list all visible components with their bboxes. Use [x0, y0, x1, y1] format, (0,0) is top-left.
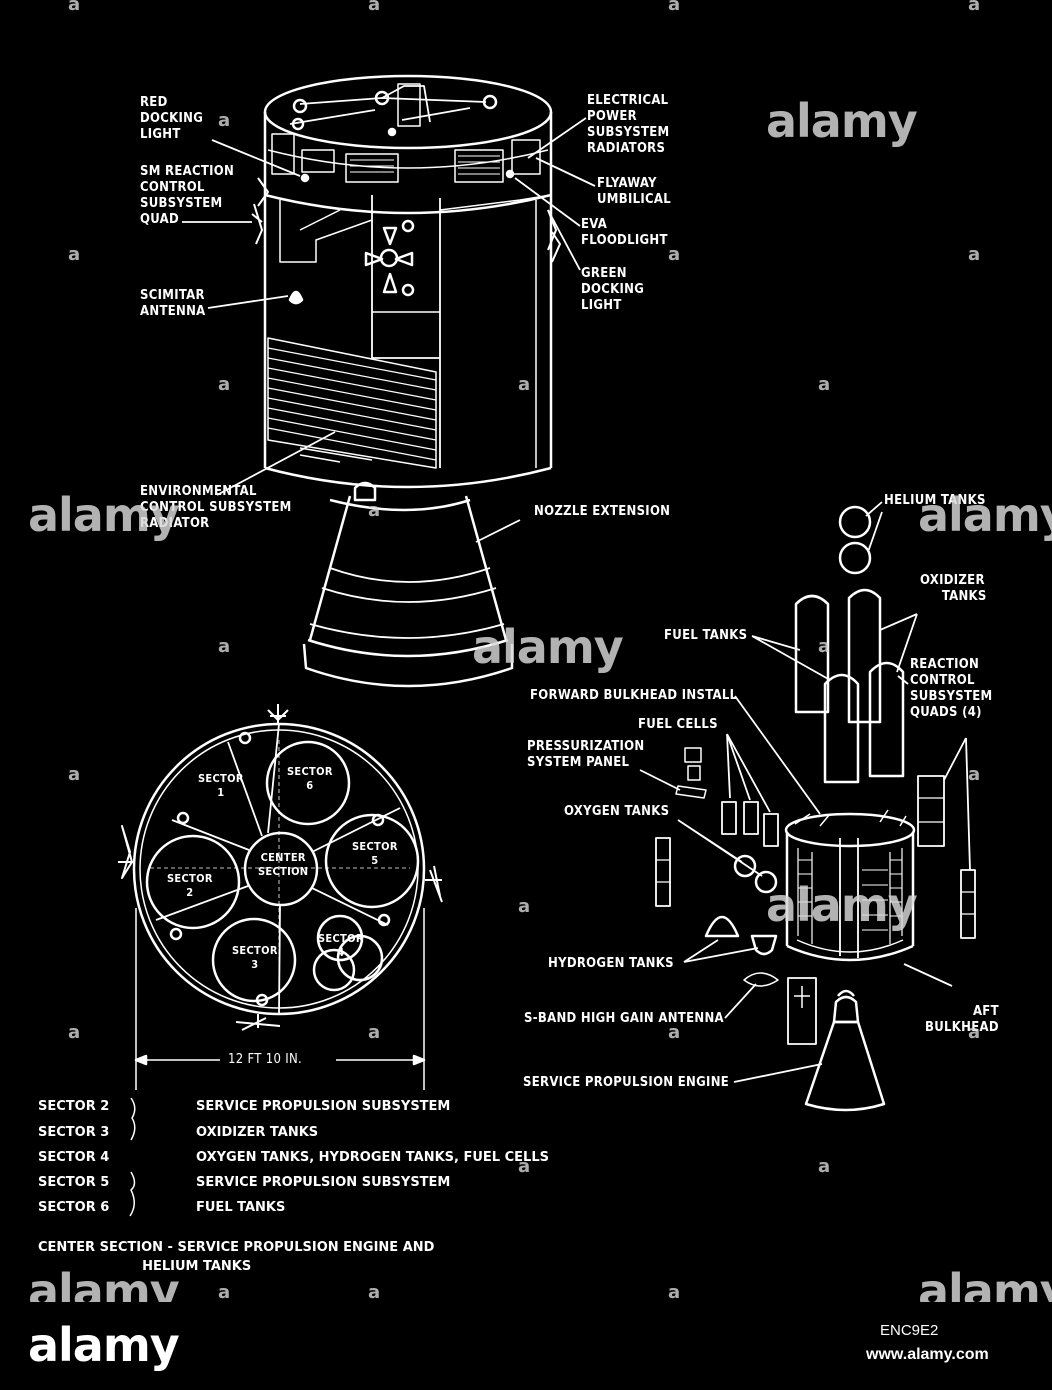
watermark-mark: a [668, 1282, 681, 1303]
watermark-mark: a [68, 244, 81, 265]
watermark-mark: a [218, 110, 231, 131]
watermark-mark: a [68, 0, 81, 15]
label-scimitar-antenna: SCIMITAR ANTENNA [140, 288, 206, 319]
watermark-mark: a [368, 500, 381, 521]
legend-desc: OXYGEN TANKS, HYDROGEN TANKS, FUEL CELLS [196, 1150, 549, 1165]
label-rcs-quads: REACTION CONTROL SUBSYSTEM QUADS (4) [910, 657, 993, 720]
label-environmental-control-radiator: ENVIRONMENTAL CONTROL SUBSYSTEM RADIATOR [140, 484, 292, 531]
watermark-mark: a [818, 374, 831, 395]
exploded-view [655, 505, 976, 1112]
footer-logo[interactable]: alamy [28, 1318, 180, 1372]
legend-desc: OXIDIZER TANKS [196, 1125, 319, 1140]
watermark-mark: a [818, 1156, 831, 1177]
dimension-label: 12 FT 10 IN. [228, 1052, 303, 1067]
watermark-mark: a [968, 764, 981, 785]
label-nozzle-extension: NOZZLE EXTENSION [534, 504, 671, 519]
watermark-mark: a [518, 1156, 531, 1177]
legend-sector: SECTOR 5 [38, 1175, 110, 1190]
watermark-mark: a [218, 374, 231, 395]
watermark-mark: a [668, 1022, 681, 1043]
legend-desc: FUEL TANKS [196, 1200, 286, 1215]
leader-lines [182, 117, 971, 1083]
label-hydrogen-tanks: HYDROGEN TANKS [548, 956, 674, 971]
watermark-mark: a [518, 896, 531, 917]
label-aft-bulkhead: AFT BULKHEAD [925, 1004, 999, 1035]
watermark: alamy [766, 878, 918, 932]
watermark: alamy [472, 620, 624, 674]
watermark-mark: a [218, 636, 231, 657]
legend-desc: SERVICE PROPULSION SUBSYSTEM [196, 1175, 451, 1190]
label-red-docking-light: RED DOCKING LIGHT [140, 95, 204, 142]
center-section-note: CENTER SECTION - SERVICE PROPULSION ENGI… [38, 1240, 435, 1274]
watermark-mark: a [668, 244, 681, 265]
footer-bar [0, 1302, 1052, 1390]
center-section-label: CENTER SECTION [258, 851, 309, 878]
watermark: alamy [918, 488, 1052, 542]
label-sm-rcs-quad: SM REACTION CONTROL SUBSYSTEM QUAD [140, 164, 235, 227]
sector-2-label: SECTOR 2 [167, 872, 213, 899]
label-eva-floodlight: EVA FLOODLIGHT [581, 217, 668, 248]
service-module-exterior [251, 74, 561, 688]
watermark-mark: a [668, 0, 681, 15]
watermark-mark: a [68, 764, 81, 785]
label-oxidizer-tanks: OXIDIZER TANKS [920, 573, 987, 604]
label-green-docking-light: GREEN DOCKING LIGHT [581, 266, 645, 313]
label-fuel-tanks: FUEL TANKS [664, 628, 748, 643]
legend-sector: SECTOR 6 [38, 1200, 110, 1215]
watermark: alamy [766, 94, 918, 148]
watermark-mark: a [518, 374, 531, 395]
watermark: alamy [28, 488, 180, 542]
label-forward-bulkhead: FORWARD BULKHEAD INSTALL [530, 688, 738, 703]
watermark-mark: a [68, 1022, 81, 1043]
legend-desc: SERVICE PROPULSION SUBSYSTEM [196, 1099, 451, 1114]
sector-5-label: SECTOR 5 [352, 840, 398, 867]
label-oxygen-tanks: OXYGEN TANKS [564, 804, 670, 819]
label-service-propulsion-engine: SERVICE PROPULSION ENGINE [523, 1075, 730, 1090]
legend-sector: SECTOR 3 [38, 1125, 110, 1140]
watermark-mark: a [368, 0, 381, 15]
watermark-mark: a [368, 1282, 381, 1303]
watermark-mark: a [818, 636, 831, 657]
label-eps-radiators: ELECTRICAL POWER SUBSYSTEM RADIATORS [587, 93, 670, 156]
label-pressurization-panel: PRESSURIZATION SYSTEM PANEL [527, 739, 645, 770]
watermark-mark: a [968, 0, 981, 15]
label-flyaway-umbilical: FLYAWAY UMBILICAL [597, 176, 671, 207]
label-helium-tanks: HELIUM TANKS [884, 493, 986, 508]
sector-1-label: SECTOR 1 [198, 772, 244, 799]
label-fuel-cells: FUEL CELLS [638, 717, 718, 732]
legend-sector: SECTOR 2 [38, 1099, 110, 1114]
watermark-mark: a [968, 1022, 981, 1043]
sector-4-label: SECTOR 4 [318, 932, 364, 959]
sector-6-label: SECTOR 6 [287, 765, 333, 792]
sector-3-label: SECTOR 3 [232, 944, 278, 971]
legend-sector: SECTOR 4 [38, 1150, 110, 1165]
watermark-mark: a [218, 1282, 231, 1303]
image-id: ENC9E2 [880, 1322, 939, 1339]
footer-url[interactable]: www.alamy.com [866, 1346, 989, 1363]
watermark-mark: a [368, 1022, 381, 1043]
label-sband-antenna: S-BAND HIGH GAIN ANTENNA [524, 1011, 724, 1026]
cross-section [118, 704, 443, 1217]
watermark-mark: a [968, 244, 981, 265]
